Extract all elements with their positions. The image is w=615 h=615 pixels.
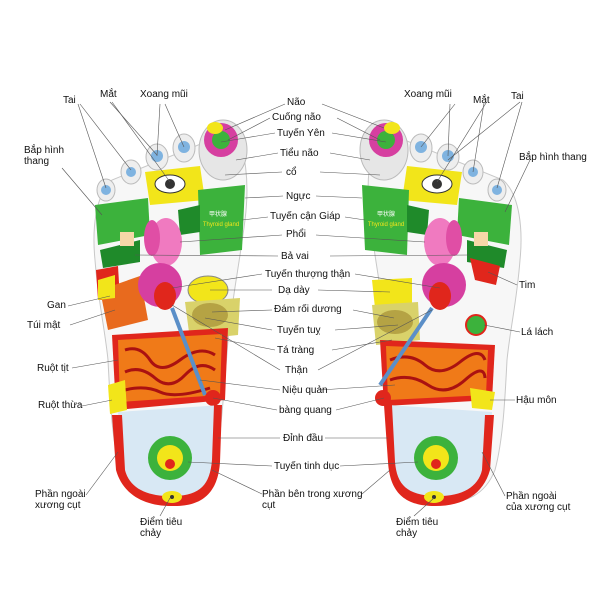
label-phan-ben-trong-xuong-cut: Phần bên trong xương cụt (262, 489, 363, 511)
label-right-xoang-mui: Xoang mũi (404, 89, 452, 100)
label-cuong-nao: Cuống não (272, 112, 321, 123)
label-tuyen-can-giap: Tuyến cận Giáp (270, 211, 341, 222)
right-thyroid-text: Thyroid gland (368, 222, 404, 228)
label-co: cổ (286, 167, 297, 178)
left-thyroid-text: Thyroid gland (203, 222, 239, 228)
label-right-mat: Mắt (473, 95, 490, 106)
label-right-diem-tieu-chay: Điểm tiêu chảy (396, 517, 439, 539)
label-left-gan: Gan (47, 300, 66, 311)
label-nao: Não (287, 97, 306, 108)
label-right-bap-hinh-thang: Bắp hình thang (519, 152, 587, 163)
label-ta-trang: Tá tràng (277, 345, 315, 356)
label-nieu-quan: Niệu quản (282, 385, 328, 396)
svg-text:甲状腺: 甲状腺 (377, 210, 395, 218)
label-left-ruot-thua: Ruột thừa (38, 400, 83, 411)
leader-lines (61, 101, 531, 517)
right-spleen-zone (465, 314, 487, 336)
right-foot: 甲状腺 Thyroid gland (359, 119, 522, 507)
label-tuyen-thuong-than: Tuyến thượng thận (265, 269, 351, 280)
label-bang-quang: bàng quang (279, 405, 332, 416)
label-tuyen-tuy: Tuyến tuỵ (277, 325, 321, 336)
label-left-xoang-mui: Xoang mũi (140, 89, 188, 100)
label-tuyen-tinh-duc: Tuyến tinh dục (274, 461, 340, 472)
label-right-phan-ngoai-xuong-cut: Phần ngoài của xương cụt (506, 491, 571, 513)
label-da-day: Dạ dày (278, 285, 310, 296)
label-left-tai: Tai (63, 95, 76, 106)
label-ba-vai: Bả vai (281, 251, 309, 262)
left-foot: 甲状腺 Thyroid gland (93, 119, 248, 507)
label-dam-roi-duong: Đám rối dương (274, 304, 342, 315)
label-than: Thận (285, 365, 308, 376)
label-left-mat: Mắt (100, 89, 117, 100)
right-heart-zone (470, 258, 500, 285)
label-left-bap-hinh-thang: Bắp hình thang (24, 145, 65, 167)
svg-text:甲状腺: 甲状腺 (209, 210, 227, 218)
label-left-ruot-tit: Ruột tịt (37, 363, 69, 374)
label-left-phan-ngoai-xuong-cut: Phần ngoài xương cụt (35, 489, 86, 511)
left-thyroid-zone (198, 185, 245, 255)
label-phoi: Phổi (286, 229, 307, 240)
label-tieu-nao: Tiểu não (280, 148, 319, 159)
label-left-tui-mat: Túi mật (27, 320, 61, 331)
label-nguc: Ngực (286, 191, 311, 202)
label-right-tim: Tim (519, 280, 536, 291)
label-right-hau-mon: Hậu môn (516, 395, 557, 406)
label-right-la-lach: Lá lách (521, 327, 554, 338)
label-dinh-dau: Đỉnh đầu (283, 433, 324, 444)
right-thyroid-zone (362, 185, 409, 255)
label-tuyen-yen: Tuyến Yên (277, 128, 325, 139)
label-left-diem-tieu-chay: Điểm tiêu chảy (140, 517, 183, 539)
label-right-tai: Tai (511, 91, 524, 102)
